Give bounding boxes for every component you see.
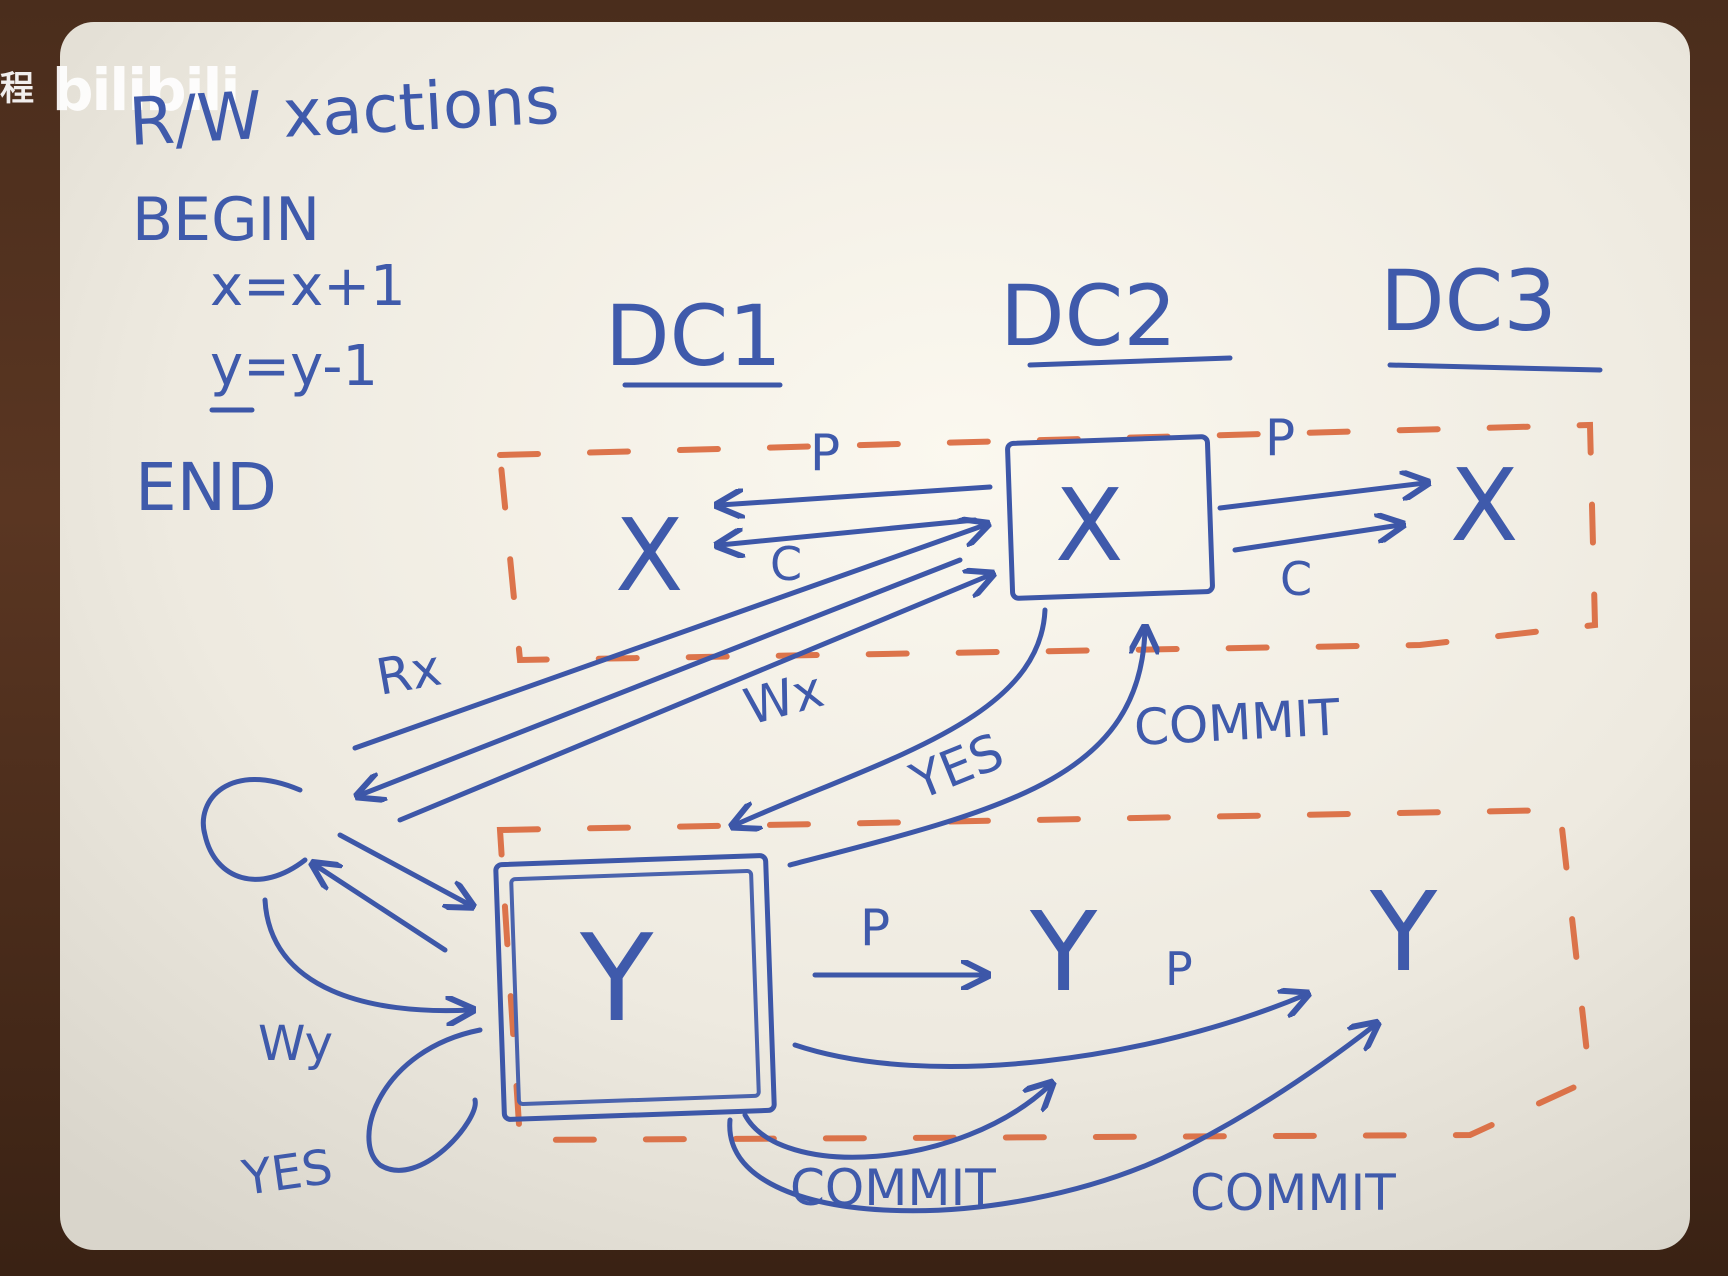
arrow-wy-client-to-y — [262, 897, 470, 1011]
bilibili-watermark: 程 bilibili — [0, 56, 240, 124]
dc2-underline — [1027, 355, 1233, 368]
x-dc1-node: X — [615, 497, 684, 614]
label-commit-bottom-1: COMMIT — [790, 1159, 996, 1217]
arrow-client-to-y — [337, 832, 470, 905]
label-c-top-right: C — [1280, 552, 1312, 606]
watermark-brand: bilibili — [52, 56, 238, 124]
arrow-wx-to-dc2 — [397, 575, 990, 823]
code-x-increment: x=x+1 — [210, 254, 406, 319]
y-dc1-box-inner — [509, 869, 761, 1106]
arrow-p-dc2-to-dc1 — [720, 484, 993, 505]
label-p-top-right: P — [1265, 409, 1295, 467]
dc1-header: DC1 — [605, 287, 782, 385]
watermark-cjk: 程 — [0, 69, 34, 109]
dc3-underline — [1387, 362, 1603, 373]
arrow-c-dc2-to-dc1 — [720, 517, 978, 545]
y-dc1-box-outer — [493, 853, 777, 1122]
code-begin: BEGIN — [132, 185, 320, 255]
arrow-c-dc2-to-dc3 — [1232, 525, 1400, 553]
whiteboard — [60, 22, 1690, 1250]
label-p-top-left: P — [810, 424, 840, 482]
label-rx: Rx — [372, 639, 445, 707]
code-end: END — [135, 449, 277, 526]
dc2-header: DC2 — [1000, 267, 1177, 365]
label-yes-left: YES — [238, 1139, 336, 1207]
code-y-decrement: y=y-1 — [210, 334, 378, 399]
x-dc3-node: X — [1450, 447, 1519, 564]
arrow-rx-to-dc2 — [352, 525, 985, 751]
arrow-rx-reply — [360, 557, 963, 795]
label-p-bottom-right: P — [1165, 942, 1193, 996]
label-wy: Wy — [258, 1016, 333, 1072]
dc3-header: DC3 — [1380, 252, 1557, 350]
label-p-bottom: P — [860, 899, 890, 957]
arrow-p-y-to-dc3 — [792, 995, 1305, 1069]
y-dc1-node: Y — [579, 910, 654, 1049]
arrow-commit-y-to-dc3 — [727, 1025, 1375, 1214]
arrow-commit-y-to-dc2 — [742, 1085, 1050, 1160]
x-dc2-node: X — [1055, 467, 1124, 584]
x-group-dashed-outline — [496, 421, 1599, 664]
label-commit-mid: COMMIT — [1133, 688, 1342, 757]
arrow-yes-y-to-client — [366, 1027, 483, 1173]
arrow-yes-x-to-y — [735, 607, 1048, 825]
label-commit-bottom-2: COMMIT — [1190, 1164, 1396, 1222]
arrow-p-dc2-to-dc3 — [1217, 483, 1425, 511]
label-c-top-left: C — [770, 537, 802, 591]
y-dc2-node: Y — [1029, 888, 1098, 1016]
x-dc2-box — [1005, 434, 1215, 601]
client-c-shape — [200, 776, 308, 882]
arrow-y-to-client — [315, 865, 448, 953]
y-dc3-node: Y — [1369, 868, 1438, 996]
arrow-commit-y-to-x — [787, 630, 1145, 868]
